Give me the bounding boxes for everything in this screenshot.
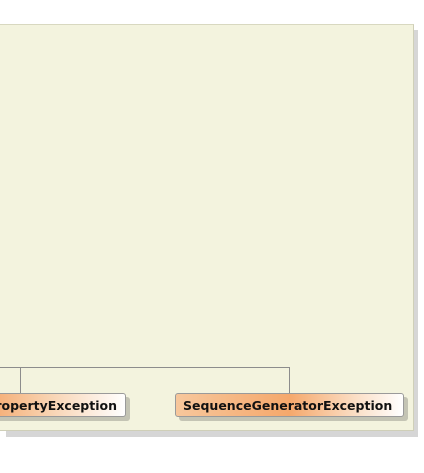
class-node-label: SequenceGeneratorException (183, 397, 393, 413)
class-node-sequence-generator-exception[interactable]: SequenceGeneratorException (175, 393, 404, 417)
class-node-label: ropertyException (0, 397, 117, 413)
class-node-property-exception[interactable]: ropertyException (0, 393, 126, 417)
diagram-canvas (0, 24, 414, 431)
